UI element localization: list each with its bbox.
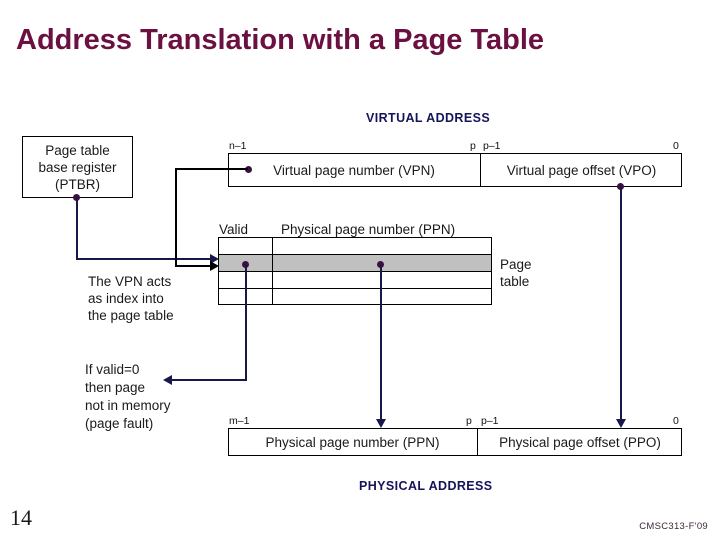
va-bit-split-left: p [470, 140, 476, 152]
valid-bit-connector-horizontal [172, 379, 247, 381]
page-title: Address Translation with a Page Table [16, 24, 545, 56]
ptbr-connector-horizontal [76, 258, 216, 260]
table-row[interactable] [219, 255, 491, 272]
pa-field-ppn: Physical page number (PPN) [265, 434, 440, 450]
ppn-connector-vertical [380, 265, 382, 421]
annotation-vpn-index-line-2: as index into [88, 291, 164, 306]
virtual-address-box [228, 153, 682, 187]
page-table-col-ppn: Physical page number (PPN) [281, 222, 456, 237]
page-table-caption-line-2: table [500, 274, 530, 289]
valid-bit-connector-vertical [245, 265, 247, 380]
ptbr-connector-arrowhead [210, 254, 219, 264]
va-bit-low: 0 [673, 140, 679, 152]
virtual-address-field-divider [480, 153, 481, 187]
pa-field-ppo: Physical page offset (PPO) [499, 434, 661, 450]
vpn-connector-arrowhead [210, 261, 219, 271]
va-field-vpn: Virtual page number (VPN) [273, 162, 435, 178]
annotation-page-fault-line-3: not in memory [85, 398, 171, 413]
ppn-value-dot [377, 261, 384, 268]
table-row[interactable] [219, 238, 491, 255]
page-table [218, 237, 492, 305]
va-field-vpo: Virtual page offset (VPO) [506, 162, 657, 178]
page-table-valid-divider [272, 238, 273, 304]
vpn-connector-horizontal-bottom [175, 265, 216, 267]
va-bit-high: n–1 [229, 140, 247, 152]
ptbr-line-3: (PTBR) [55, 176, 100, 192]
ptbr-connector-vertical [76, 197, 78, 259]
page-number: 14 [10, 505, 32, 530]
vpo-connector-vertical [620, 187, 622, 421]
annotation-page-fault-line-2: then page [85, 380, 146, 395]
virtual-address-heading: VIRTUAL ADDRESS [366, 111, 491, 125]
vpn-tap-dot [245, 166, 252, 173]
annotation-page-fault-line-4: (page fault) [85, 416, 154, 431]
pa-bit-low: 0 [673, 415, 679, 427]
table-row[interactable] [219, 272, 491, 289]
annotation-page-fault-line-1: If valid=0 [85, 362, 140, 377]
annotation-vpn-index-line-3: the page table [88, 308, 174, 323]
vpo-connector-arrowhead [616, 419, 626, 428]
ppn-connector-arrowhead [376, 419, 386, 428]
pa-bit-split-left: p [466, 415, 472, 427]
ptbr-box: Page table base register (PTBR) [22, 136, 133, 198]
valid-bit-dot [242, 261, 249, 268]
valid-bit-connector-arrowhead [163, 375, 172, 385]
pa-bit-split-right: p–1 [481, 415, 499, 427]
vpn-connector-horizontal-top [175, 168, 248, 170]
vpo-tap-dot [617, 183, 624, 190]
va-bit-split-right: p–1 [483, 140, 501, 152]
annotation-vpn-index-line-1: The VPN acts [88, 274, 172, 289]
page-table-caption-line-1: Page [500, 257, 532, 272]
pa-bit-high: m–1 [229, 415, 250, 427]
physical-address-heading: PHYSICAL ADDRESS [359, 479, 493, 493]
course-footer: CMSC313-F'09 [639, 521, 708, 532]
vpn-connector-vertical [175, 168, 177, 266]
table-row[interactable] [219, 289, 491, 306]
physical-address-field-divider [477, 428, 478, 456]
ptbr-line-2: base register [38, 159, 117, 175]
page-table-col-valid: Valid [219, 222, 249, 237]
ptbr-line-1: Page table [45, 142, 110, 158]
physical-address-box [228, 428, 682, 456]
